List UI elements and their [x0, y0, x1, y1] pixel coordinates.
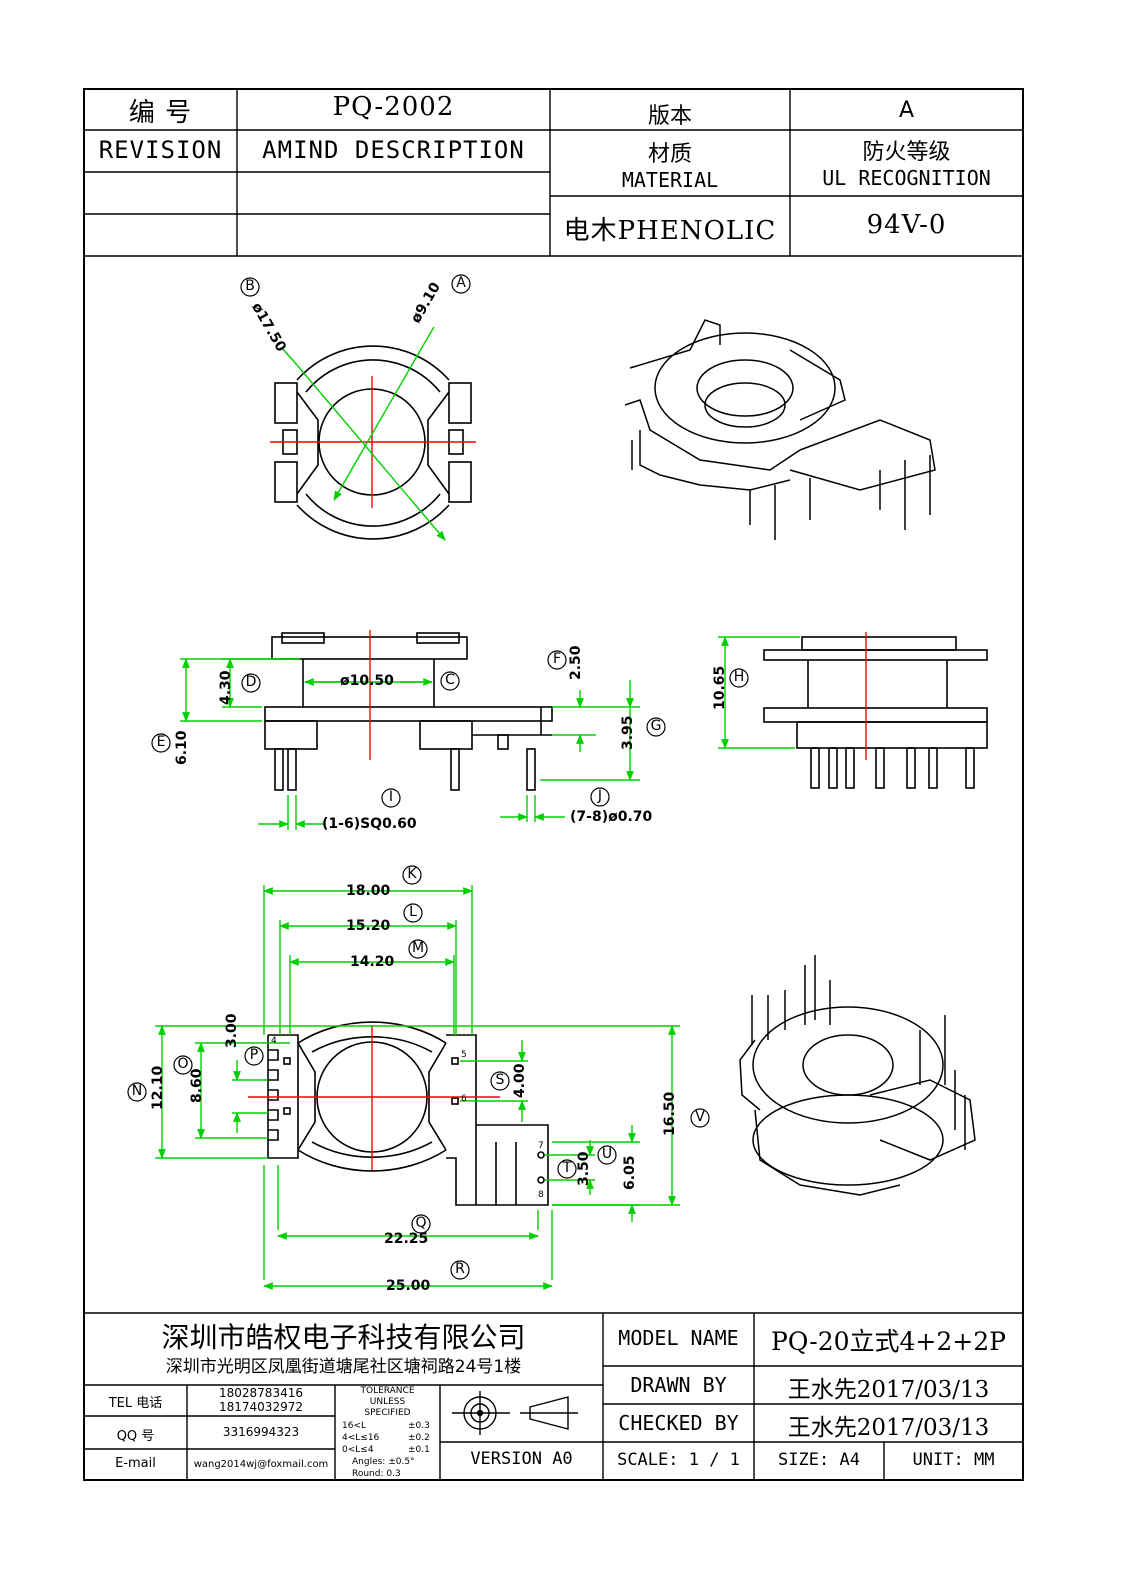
revision-label: REVISION — [98, 136, 223, 164]
callout-b: B — [245, 278, 255, 294]
dim-g: 3.95 — [620, 715, 636, 750]
version-code: VERSION A0 — [470, 1449, 573, 1469]
tol-round: Round: 0.3 — [352, 1469, 401, 1479]
checked-by-value: 王水先2017/03/13 — [787, 1415, 990, 1441]
tel-number-2: 18174032972 — [219, 1400, 303, 1414]
dim-u: 6.05 — [622, 1155, 638, 1190]
dim-c-d: ø10.50 — [340, 673, 394, 689]
callout-a: A — [456, 275, 466, 291]
pin-number-6: 6 — [461, 1094, 467, 1104]
model-name-label: MODEL NAME — [618, 1326, 739, 1350]
callout-r: R — [455, 1261, 465, 1277]
dim-l: 15.20 — [346, 918, 391, 934]
callout-e: E — [156, 734, 166, 750]
tolerance-title-3: SPECIFIED — [364, 1408, 411, 1418]
material-value: 电木PHENOLIC — [563, 216, 777, 246]
scale: SCALE: 1 / 1 — [617, 1450, 740, 1470]
tol-value-3: ±0.1 — [408, 1445, 430, 1455]
dim-d: 4.30 — [218, 670, 234, 705]
amind-description-label: AMIND DESCRIPTION — [262, 136, 525, 164]
callout-j: J — [597, 788, 603, 804]
callout-d: D — [245, 674, 257, 690]
dim-k: 18.00 — [346, 883, 391, 899]
dim-f: 2.50 — [568, 645, 584, 680]
number-label: 编 号 — [128, 98, 193, 128]
pin-number-4: 4 — [271, 1036, 277, 1046]
qq-label: QQ 号 — [116, 1429, 155, 1444]
tel-label: TEL 电话 — [108, 1396, 163, 1411]
bottom-view — [267, 1021, 549, 1206]
model-name-value: PQ-20立式4+2+2P — [771, 1327, 1006, 1356]
version-label: 版本 — [647, 104, 692, 129]
dim-j: (7-8)ø0.70 — [570, 809, 653, 825]
dim-m: 14.20 — [350, 954, 395, 970]
callout-n: N — [131, 1083, 143, 1099]
checked-by-label: CHECKED BY — [618, 1411, 739, 1435]
callout-t: T — [562, 1160, 572, 1176]
tolerance-title-2: UNLESS — [369, 1397, 406, 1407]
tol-angles: Angles: ±0.5° — [352, 1457, 415, 1467]
drawn-by-label: DRAWN BY — [630, 1373, 727, 1397]
paper-size: SIZE: A4 — [778, 1450, 860, 1470]
material-label-en: MATERIAL — [621, 168, 719, 192]
callout-o: O — [177, 1056, 189, 1072]
callout-c: C — [445, 672, 455, 688]
pin-number-7: 7 — [538, 1141, 544, 1151]
callout-k: K — [407, 866, 417, 882]
dim-t: 3.50 — [576, 1151, 592, 1186]
callout-p: P — [249, 1047, 259, 1063]
callout-q: Q — [415, 1215, 427, 1231]
material-label-cn: 材质 — [647, 142, 692, 167]
tolerance-title-1: TOLERANCE — [360, 1386, 415, 1396]
pin-number-5: 5 — [461, 1050, 467, 1060]
callout-v: V — [695, 1109, 705, 1125]
fire-rating-label-cn: 防火等级 — [862, 140, 951, 165]
version-value: A — [898, 98, 915, 123]
dim-q: 22.25 — [384, 1231, 429, 1247]
email-address: wang2014wj@foxmail.com — [193, 1459, 329, 1470]
company-name: 深圳市皓权电子科技有限公司 — [161, 1321, 526, 1354]
dim-o: 8.60 — [189, 1068, 205, 1103]
dim-h: 10.65 — [712, 665, 728, 710]
callout-u: U — [601, 1146, 613, 1162]
callout-g: G — [650, 718, 662, 734]
tol-range-2: 4<L≤16 — [342, 1433, 380, 1443]
dim-i: (1-6)SQ0.60 — [322, 816, 417, 832]
projection-symbol-icon — [452, 1391, 578, 1435]
company-address: 深圳市光明区凤凰街道塘尾社区塘祠路24号1楼 — [165, 1357, 522, 1377]
tol-value-1: ±0.3 — [408, 1421, 430, 1431]
tol-range-1: 16<L — [342, 1421, 367, 1431]
callout-f: F — [552, 651, 562, 667]
unit: UNIT: MM — [912, 1450, 995, 1470]
qq-number: 3316994323 — [222, 1425, 300, 1439]
callout-l: L — [409, 904, 417, 920]
callout-i: I — [388, 789, 394, 805]
dim-p: 3.00 — [224, 1013, 240, 1048]
dim-s: 4.00 — [512, 1063, 528, 1098]
dim-n: 12.10 — [150, 1065, 166, 1110]
isometric-bottom-view — [739, 955, 976, 1196]
pin-number-8: 8 — [538, 1190, 544, 1200]
dim-v: 16.50 — [662, 1091, 678, 1136]
part-number: PQ-2002 — [332, 92, 455, 122]
tol-value-2: ±0.2 — [408, 1433, 430, 1443]
front-view — [264, 632, 553, 791]
side-view — [763, 636, 988, 789]
dim-e: 6.10 — [174, 730, 190, 765]
tol-range-3: 0<L≤4 — [342, 1445, 374, 1455]
fire-rating-label-en: UL RECOGNITION — [822, 166, 991, 190]
callout-h: H — [733, 669, 745, 685]
callout-m: M — [411, 940, 425, 956]
isometric-top-view — [624, 319, 936, 540]
drawn-by-value: 王水先2017/03/13 — [787, 1377, 990, 1403]
tel-number-1: 18028783416 — [219, 1386, 303, 1400]
fire-rating-value: 94V-0 — [866, 210, 947, 240]
callout-s: S — [495, 1072, 505, 1088]
email-label: E-mail — [115, 1456, 156, 1471]
dim-r: 25.00 — [386, 1278, 431, 1294]
